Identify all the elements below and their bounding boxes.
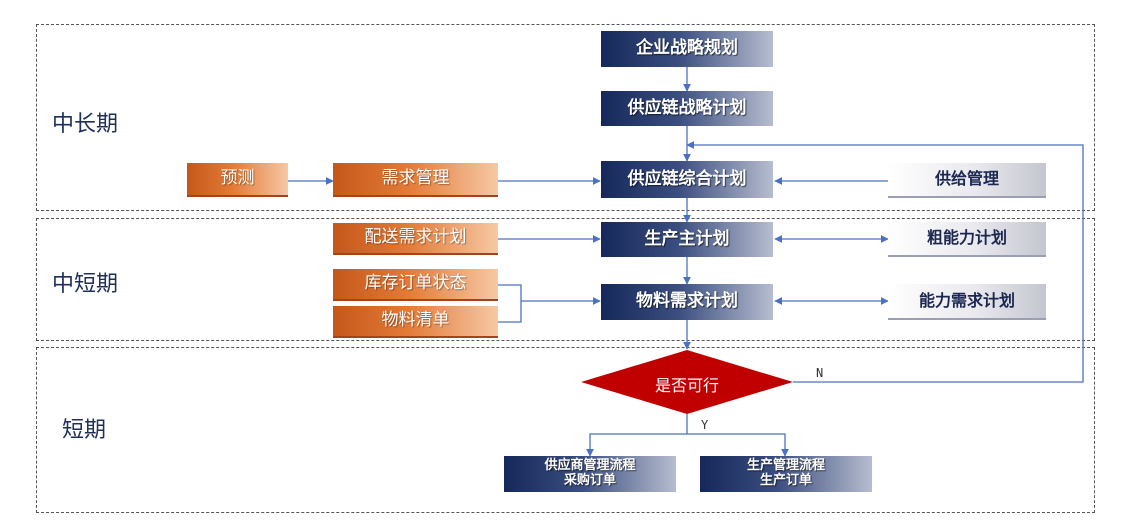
edge-decision-no-feedback [686, 141, 1084, 383]
node-supply-chain-strategy[interactable]: 供应链战略计划 [601, 91, 773, 126]
node-rough-capacity[interactable]: 粗能力计划 [888, 222, 1046, 257]
node-capacity-requirement[interactable]: 能力需求计划 [888, 284, 1046, 320]
edge-inventory-bom-merge [498, 284, 522, 323]
edge-yes-to-production [687, 433, 789, 457]
zone-long-term [36, 24, 1095, 211]
node-forecast[interactable]: 预测 [187, 163, 288, 197]
zone-medium-short-term [36, 218, 1095, 341]
zone-short-term [36, 347, 1095, 513]
decision-label: 是否可行 [654, 376, 719, 395]
node-supplier-process[interactable]: 供应商管理流程 采购订单 [504, 456, 676, 492]
node-production-process-line2: 生产订单 [759, 473, 812, 488]
node-inventory-order-status[interactable]: 库存订单状态 [333, 269, 498, 301]
node-master-production[interactable]: 生产主计划 [601, 222, 773, 257]
edge-label-yes: Y [701, 418, 709, 432]
edge-yes-to-supplier [586, 433, 687, 457]
node-supply-management[interactable]: 供给管理 [888, 163, 1046, 198]
node-production-process[interactable]: 生产管理流程 生产订单 [700, 456, 872, 492]
node-bill-of-materials[interactable]: 物料清单 [333, 306, 498, 338]
node-material-requirement[interactable]: 物料需求计划 [601, 284, 773, 320]
edge-label-no: N [816, 366, 824, 380]
node-distribution-demand[interactable]: 配送需求计划 [333, 223, 498, 255]
node-enterprise-strategy[interactable]: 企业战略规划 [601, 31, 773, 67]
node-supplier-process-line1: 供应商管理流程 [544, 458, 636, 474]
decision-diamond [581, 350, 793, 414]
node-demand-management[interactable]: 需求管理 [333, 163, 498, 197]
zone-label-long-term: 中长期 [52, 112, 119, 137]
node-supplier-process-line2: 采购订单 [563, 473, 616, 488]
node-supply-chain-integrated[interactable]: 供应链综合计划 [601, 161, 773, 198]
zone-label-short-term: 短期 [62, 418, 107, 443]
zone-label-medium-short-term: 中短期 [52, 272, 119, 297]
node-production-process-line1: 生产管理流程 [746, 458, 825, 474]
